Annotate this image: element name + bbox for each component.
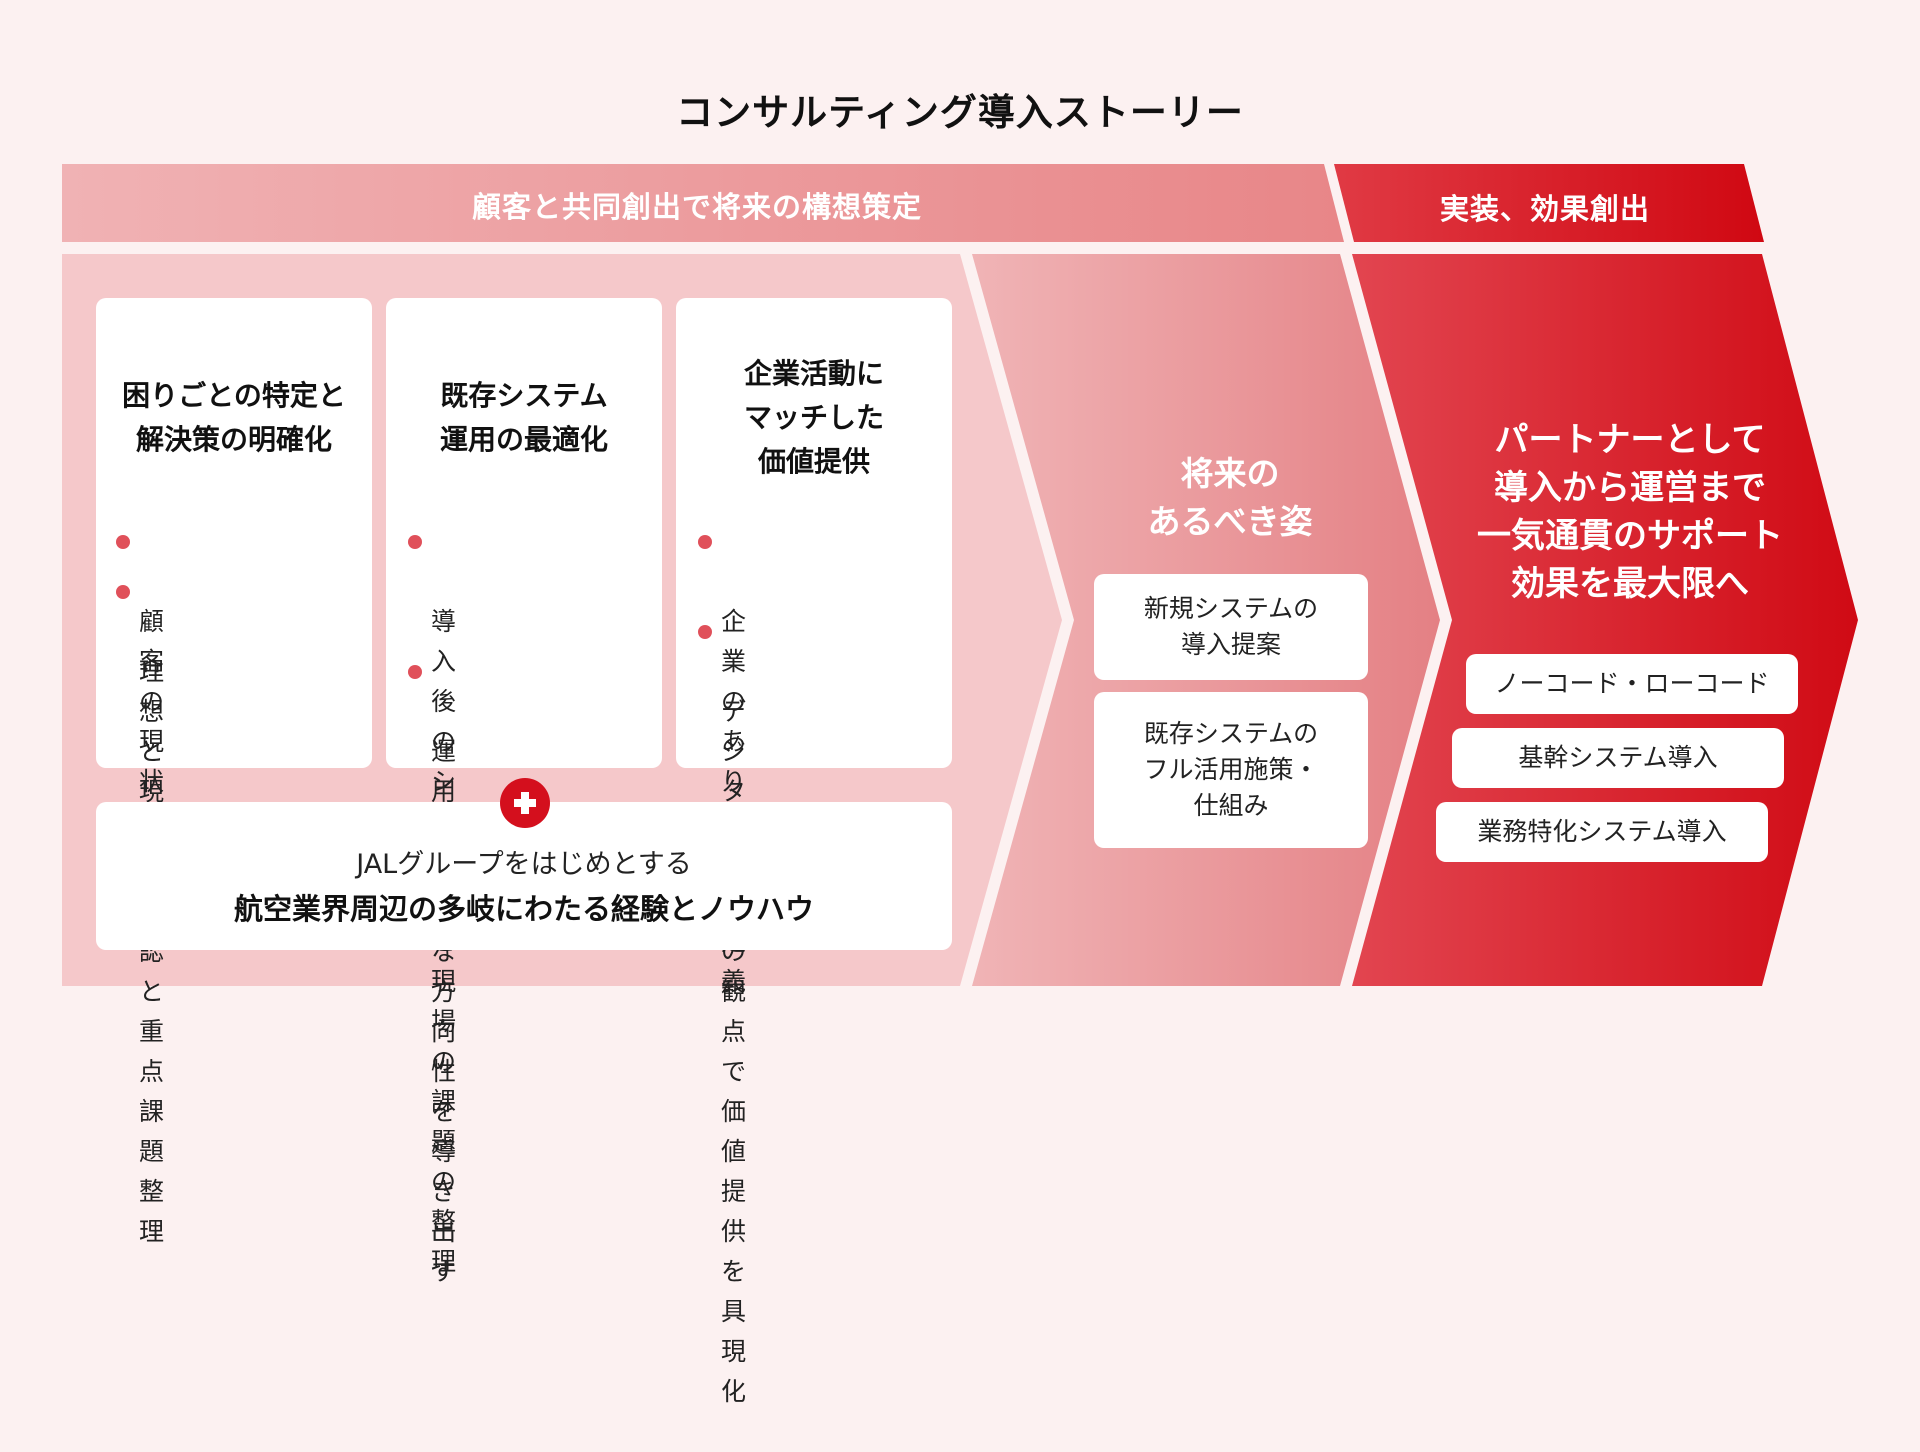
list-item-text: 理想と現実の確 認と重点課題整 理 bbox=[139, 657, 165, 1246]
band-right-shape bbox=[1334, 164, 1764, 242]
list-item-text: デジタルとITの 観点で価値提供 を具現化 bbox=[721, 697, 747, 1406]
vision-box-new-system: 新規システムの 導入提案 bbox=[1094, 574, 1368, 680]
bullet-dot bbox=[116, 535, 130, 549]
bullet-dot bbox=[408, 665, 422, 679]
bullet-dot bbox=[116, 585, 130, 599]
bullet-dot bbox=[698, 625, 712, 639]
experience-line1: JALグループをはじめとする bbox=[356, 849, 692, 880]
page-title: コンサルティング導入ストーリー bbox=[676, 91, 1244, 134]
implementation-title: パートナーとして 導入から運営まで 一気通貫のサポート 効果を最大限へ bbox=[1477, 420, 1783, 604]
card-title: 企業活動に マッチした 価値提供 bbox=[743, 357, 884, 478]
card-problem: 困りごとの特定と 解決策の明確化 顧客の現状理解 理想と現実の確 認と重点課題整… bbox=[96, 298, 372, 1246]
card-existing-system: 既存システム 運用の最適化 導入後のシステ ムと現場の課題 の整理 運用に最適な… bbox=[386, 298, 662, 1286]
experience-line2: 航空業界周辺の多岐にわたる経験とノウハウ bbox=[233, 892, 814, 926]
card-title: 既存システム 運用の最適化 bbox=[439, 379, 608, 456]
bullet-dot bbox=[698, 535, 712, 549]
list-item: デジタルとITの 観点で価値提供 を具現化 bbox=[698, 612, 746, 1452]
implementation-item-specialized-system: 業務特化システム導入 bbox=[1436, 802, 1768, 862]
plus-icon bbox=[500, 778, 550, 828]
card-value-delivery: 企業活動に マッチした 価値提供 企業のあり方を 再定義 デジタルとITの 観点… bbox=[676, 298, 952, 1406]
card-title: 困りごとの特定と 解決策の明確化 bbox=[122, 379, 346, 456]
vision-box-existing-system: 既存システムの フル活用施策・ 仕組み bbox=[1094, 692, 1368, 848]
implementation-item-core-system: 基幹システム導入 bbox=[1452, 728, 1784, 788]
band-left-label: 顧客と共同創出で将来の構想策定 bbox=[471, 190, 922, 224]
list-item: 運用に最適な方 向性を導き出す bbox=[408, 652, 456, 1332]
story-diagram: コンサルティング導入ストーリー 顧客と共同創出で将来の構想策定 実装、効果創出 … bbox=[62, 91, 1858, 1406]
bullet-dot bbox=[408, 535, 422, 549]
band-left-shape bbox=[62, 164, 1344, 242]
vision-title: 将来の あるべき姿 bbox=[1147, 454, 1313, 541]
implementation-item-nocode: ノーコード・ローコード bbox=[1466, 654, 1798, 714]
band-right-label: 実装、効果創出 bbox=[1439, 192, 1650, 226]
